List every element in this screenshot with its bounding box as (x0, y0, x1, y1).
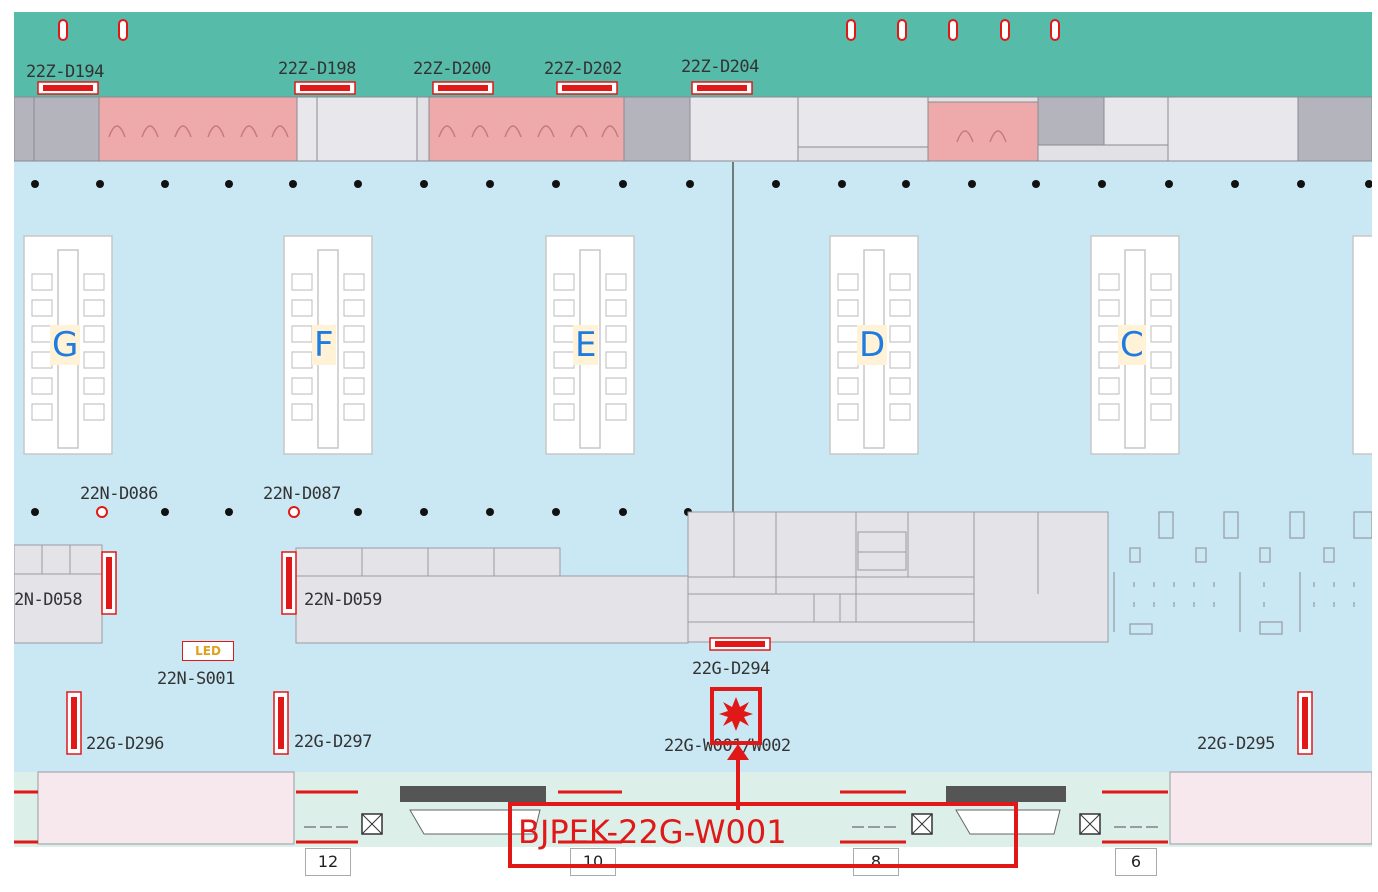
gate-label-22z-d194: 22Z-D194 (26, 62, 104, 82)
gate-position-markers (96, 506, 300, 518)
column-number-12: 12 (305, 848, 351, 876)
highlight-box (710, 687, 762, 745)
gate-label-22n-d058: 2N-D058 (14, 590, 83, 610)
airport-floor-map: 22Z-D194 22Z-D198 22Z-D200 22Z-D202 22Z-… (14, 12, 1372, 847)
gate-label-22z-d204: 22Z-D204 (681, 57, 759, 77)
section-label-d: D (857, 325, 888, 365)
floor-plan-svg (14, 12, 1372, 847)
led-sign: LED (182, 641, 234, 661)
upper-room-strip (14, 96, 1372, 162)
column-number-6: 6 (1115, 848, 1157, 876)
column-number-10: 10 (570, 848, 616, 876)
top-gate-bars (37, 81, 753, 95)
checkin-islands (23, 235, 1372, 455)
section-label-c: C (1118, 325, 1146, 365)
top-band-markers (58, 19, 1060, 41)
gate-label-22g-d294: 22G-D294 (692, 659, 770, 679)
callout-box (508, 802, 1018, 868)
bottom-strip (14, 771, 1372, 847)
gate-label-22g-d296: 22G-D296 (86, 734, 164, 754)
starburst-marker (719, 697, 753, 731)
gate-label-22n-s001: 22N-S001 (157, 669, 235, 689)
security-lanes (1113, 511, 1372, 635)
callout-label: BJPEK-22G-W001 (518, 813, 787, 851)
section-label-f: F (312, 325, 336, 365)
side-gate-bars (66, 551, 1313, 755)
gate-label-22z-d202: 22Z-D202 (544, 59, 622, 79)
callout-arrow-icon (727, 744, 749, 810)
section-label-g: G (50, 325, 81, 365)
section-label-e: E (573, 325, 599, 365)
gate-label-22n-d059: 22N-D059 (304, 590, 382, 610)
lower-room-blocks (14, 511, 1109, 644)
gate-label-22n-d086: 22N-D086 (80, 484, 158, 504)
gate-label-22g-d297: 22G-D297 (294, 732, 372, 752)
gate-label-22g-d295: 22G-D295 (1197, 734, 1275, 754)
gate-label-22z-d198: 22Z-D198 (278, 59, 356, 79)
pillar-dots (31, 180, 1372, 516)
gate-label-22z-d200: 22Z-D200 (413, 59, 491, 79)
gate-label-22n-d087: 22N-D087 (263, 484, 341, 504)
column-number-8: 8 (853, 848, 899, 876)
pink-room-seats (108, 125, 1007, 143)
